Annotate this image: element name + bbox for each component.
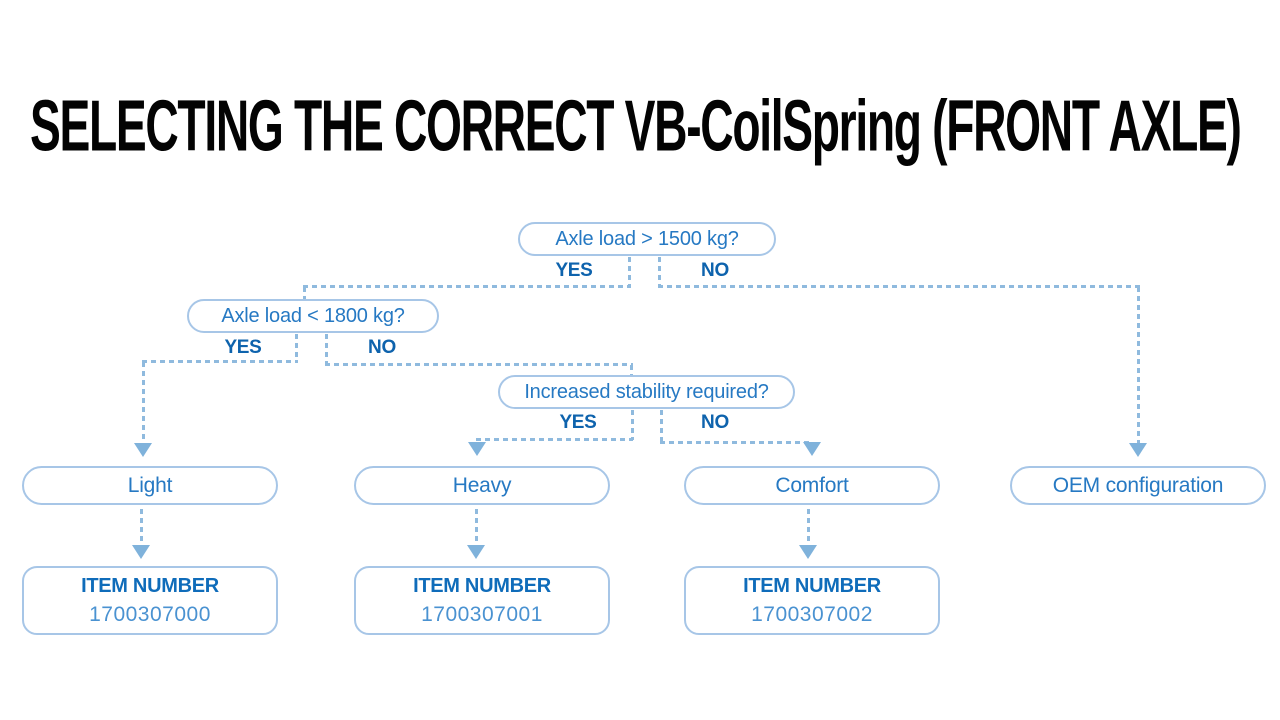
arrow-down-icon	[799, 545, 817, 559]
connector-line	[475, 509, 478, 544]
outcome-label: Comfort	[775, 473, 849, 497]
outcome-label: Light	[127, 473, 173, 497]
outcome-label: OEM configuration	[1052, 473, 1224, 497]
connector-line	[303, 287, 306, 300]
decision-label: Increased stability required?	[524, 380, 769, 403]
outcome-oem-configuration: OEM configuration	[1010, 466, 1266, 505]
no-label: NO	[368, 337, 396, 358]
item-number-heading: ITEM NUMBER	[413, 574, 551, 597]
connector-line	[628, 257, 631, 288]
yes-label: YES	[555, 260, 593, 281]
item-number-value: 1700307000	[89, 602, 211, 626]
decision-label: Axle load > 1500 kg?	[555, 227, 739, 250]
arrow-down-icon	[803, 442, 821, 456]
no-label: NO	[701, 412, 729, 433]
connector-line	[142, 362, 145, 444]
no-label: NO	[701, 260, 729, 281]
decision-label: Axle load < 1800 kg?	[221, 304, 405, 327]
connector-line	[325, 363, 633, 366]
arrow-down-icon	[1129, 443, 1147, 457]
arrow-down-icon	[468, 442, 486, 456]
connector-line	[660, 410, 663, 443]
item-number-heading: ITEM NUMBER	[743, 574, 881, 597]
connector-line	[630, 365, 633, 376]
yes-label: YES	[559, 412, 597, 433]
item-number-value: 1700307002	[751, 602, 873, 626]
decision-increased-stability: Increased stability required?	[498, 375, 795, 409]
outcome-comfort: Comfort	[684, 466, 940, 505]
connector-line	[631, 410, 634, 440]
item-number-heading: ITEM NUMBER	[81, 574, 219, 597]
page-title: SELECTING THE CORRECT VB-CoilSpring (FRO…	[30, 85, 1242, 167]
connector-line	[140, 509, 143, 544]
connector-line	[303, 285, 631, 288]
item-number-box: ITEM NUMBER 1700307001	[354, 566, 610, 635]
connector-line	[325, 334, 328, 366]
connector-line	[476, 438, 633, 441]
item-number-value: 1700307001	[421, 602, 543, 626]
decision-axle-load-1800: Axle load < 1800 kg?	[187, 299, 439, 333]
arrow-down-icon	[132, 545, 150, 559]
yes-label: YES	[224, 337, 262, 358]
connector-line	[658, 285, 1140, 288]
outcome-light: Light	[22, 466, 278, 505]
arrow-down-icon	[134, 443, 152, 457]
connector-line	[658, 257, 661, 288]
connector-line	[1137, 287, 1140, 444]
connector-line	[295, 334, 298, 363]
outcome-label: Heavy	[452, 473, 512, 497]
arrow-down-icon	[467, 545, 485, 559]
outcome-heavy: Heavy	[354, 466, 610, 505]
item-number-box: ITEM NUMBER 1700307002	[684, 566, 940, 635]
connector-line	[660, 441, 811, 444]
decision-axle-load-1500: Axle load > 1500 kg?	[518, 222, 776, 256]
connector-line	[807, 509, 810, 544]
connector-line	[142, 360, 298, 363]
item-number-box: ITEM NUMBER 1700307000	[22, 566, 278, 635]
